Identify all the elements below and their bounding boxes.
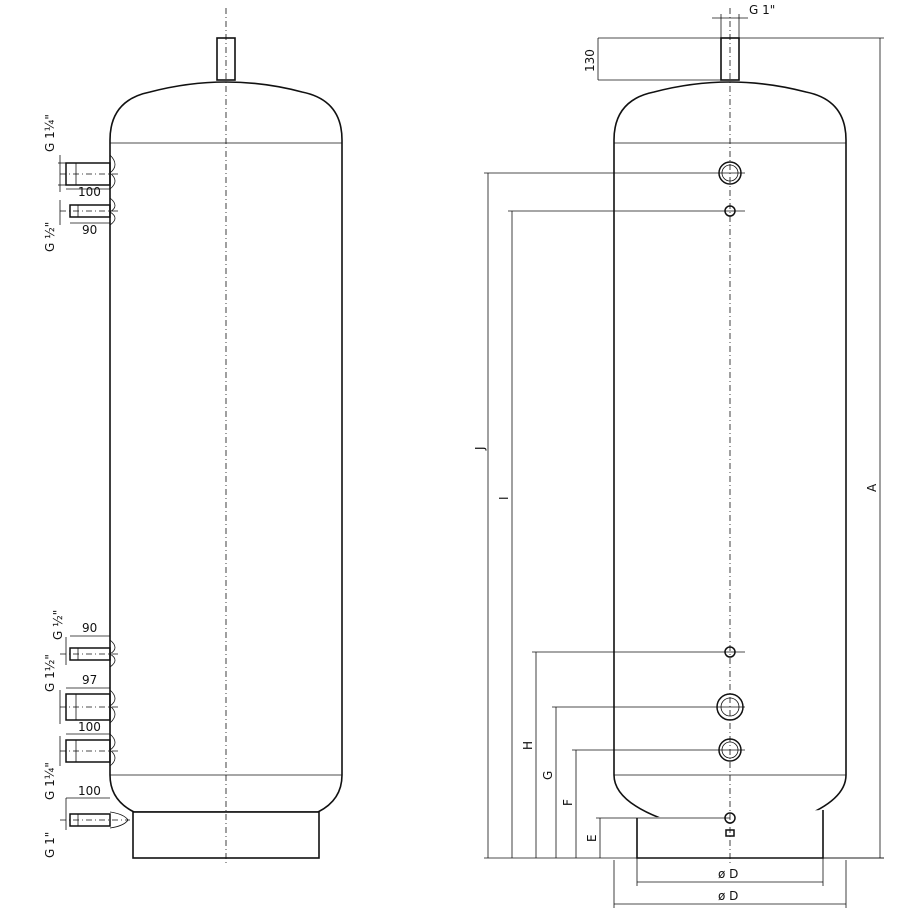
left-nozzle-3-thread: G ½" (51, 610, 65, 640)
dimension-D-inner: ø D (636, 858, 824, 886)
dimension-I-label: I (497, 496, 511, 500)
dimension-I: I (497, 210, 745, 858)
port-bottom-drain (725, 829, 735, 837)
left-nozzle-4-thread: G 1½" (43, 654, 57, 692)
left-nozzle-3-length: 90 (82, 621, 97, 635)
dimension-D-outer: ø D (613, 860, 847, 908)
dimension-G: G (541, 706, 745, 858)
left-side-view: G 1¼" 100 90 G ½" 90 G ½" (43, 8, 343, 866)
dimension-G-label: G (541, 771, 555, 780)
top-thread-label: G 1" (749, 3, 775, 17)
left-nozzle-6-thread: G 1" (43, 832, 57, 858)
left-nozzle-5-thread: G 1¼" (43, 762, 57, 800)
dimension-D-inner-label: ø D (718, 867, 738, 881)
left-nozzle-5-length: 100 (78, 720, 101, 734)
dimension-J: J (473, 172, 745, 858)
dimension-F: F (561, 749, 745, 858)
top-connection-dimension: G 1" 130 (583, 3, 775, 81)
left-nozzle-4: 97 G 1½" (43, 654, 118, 724)
top-height-label: 130 (583, 49, 597, 72)
left-nozzle-1-length: 100 (78, 185, 101, 199)
dimension-A-label: A (865, 483, 879, 492)
right-front-view: G 1" 130 A J I H (473, 3, 884, 908)
dimension-H-label: H (521, 741, 535, 750)
left-nozzle-6-length: 100 (78, 784, 101, 798)
dimension-J-label: J (473, 446, 487, 451)
left-nozzle-4-length: 97 (82, 673, 97, 687)
left-nozzle-6: 100 G 1" (43, 784, 130, 858)
dimension-H: H (521, 651, 745, 858)
dimension-E: E (585, 817, 730, 858)
left-nozzle-3: 90 G ½" (51, 610, 118, 668)
left-nozzle-2: 90 G ½" (43, 197, 118, 252)
dimension-D-outer-label: ø D (718, 889, 738, 903)
left-nozzle-5: 100 G 1¼" (43, 720, 118, 800)
left-nozzle-2-length: 90 (82, 223, 97, 237)
dimension-E-label: E (585, 834, 599, 842)
left-nozzle-2-thread: G ½" (43, 222, 57, 252)
left-nozzle-1: G 1¼" 100 (43, 114, 118, 199)
left-nozzle-1-thread: G 1¼" (43, 114, 57, 152)
dimension-F-label: F (561, 799, 575, 806)
